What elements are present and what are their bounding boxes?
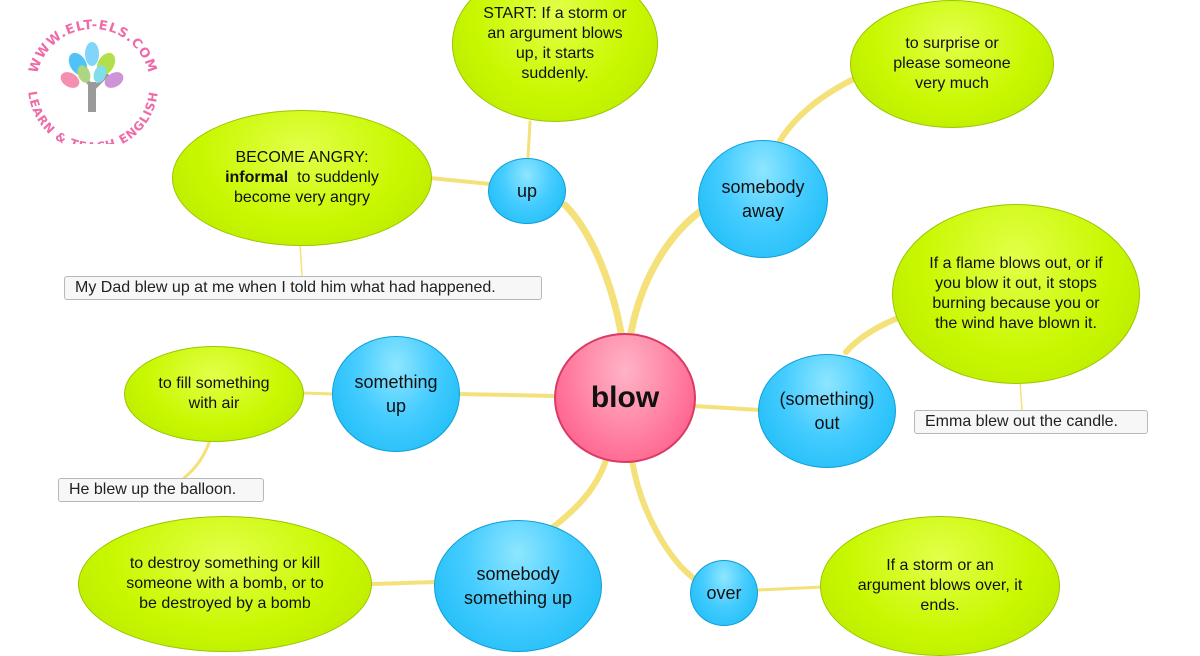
- branch-somebody-something-up-label: somebody something up: [463, 563, 573, 608]
- branch-something-up[interactable]: something up: [332, 336, 460, 452]
- link-center-out: [692, 404, 762, 412]
- link-flame-example: [1019, 381, 1023, 411]
- definition-fill[interactable]: to fill something with air: [124, 346, 304, 442]
- example-balloon[interactable]: He blew up the balloon.: [58, 478, 264, 502]
- center-node-label: blow: [590, 381, 660, 415]
- branch-over[interactable]: over: [690, 560, 758, 626]
- mind-map-links: [182, 75, 1023, 592]
- link-center-over: [629, 457, 699, 583]
- branch-up[interactable]: up: [488, 158, 566, 224]
- branch-somebody-away-label: somebody away: [721, 176, 805, 221]
- site-logo: WWW.ELT-ELS.COM LEARN & TEACH ENGLISH: [18, 14, 168, 154]
- link-up-start: [526, 120, 532, 160]
- example-balloon-text: He blew up the balloon.: [69, 481, 237, 498]
- definition-become-angry[interactable]: BECOME ANGRY: informal to suddenly becom…: [172, 110, 432, 246]
- definition-start-text: START: If a storm or an argument blows u…: [483, 5, 627, 82]
- branch-something-out[interactable]: (something) out: [758, 354, 896, 468]
- definition-angry-prefix: BECOME ANGRY:: [235, 149, 369, 166]
- link-angry-example: [299, 243, 303, 277]
- example-candle-text: Emma blew out the candle.: [925, 413, 1118, 430]
- definition-flame[interactable]: If a flame blows out, or if you blow it …: [892, 204, 1140, 384]
- link-fill-example: [182, 438, 212, 480]
- link-center-away: [626, 206, 706, 342]
- definition-start[interactable]: START: If a storm or an argument blows u…: [452, 0, 658, 122]
- link-destroy-leaf: [370, 580, 438, 586]
- link-fill-leaf: [300, 391, 336, 396]
- example-candle[interactable]: Emma blew out the candle.: [914, 410, 1148, 434]
- link-center-up: [561, 201, 626, 342]
- link-out-flame: [843, 315, 901, 355]
- branch-over-label: over: [706, 582, 742, 603]
- link-center-fill: [456, 392, 558, 398]
- branch-something-up-label: something up: [354, 371, 438, 416]
- link-over-leaf: [756, 585, 824, 592]
- example-angry-text: My Dad blew up at me when I told him wha…: [75, 279, 496, 296]
- link-up-angry: [428, 176, 492, 186]
- branch-somebody-away[interactable]: somebody away: [698, 140, 828, 258]
- branch-up-label: up: [516, 180, 538, 201]
- center-node-blow[interactable]: blow: [554, 333, 696, 463]
- branch-somebody-something-up[interactable]: somebody something up: [434, 520, 602, 652]
- link-center-destroy: [549, 457, 609, 531]
- definition-angry-register: informal: [225, 169, 289, 186]
- definition-destroy[interactable]: to destroy something or kill someone wit…: [78, 516, 372, 652]
- definition-over-text: If a storm or an argument blows over, it…: [857, 557, 1023, 614]
- definition-angry-meaning: to suddenly become very angry: [233, 169, 379, 206]
- definition-surprise-text: to surprise or please someone very much: [893, 35, 1011, 92]
- definition-over[interactable]: If a storm or an argument blows over, it…: [820, 516, 1060, 656]
- definition-flame-text: If a flame blows out, or if you blow it …: [929, 255, 1103, 332]
- branch-something-out-label: (something) out: [779, 388, 875, 433]
- definition-destroy-text: to destroy something or kill someone wit…: [126, 555, 324, 612]
- link-away-surprise: [773, 75, 859, 151]
- definition-surprise[interactable]: to surprise or please someone very much: [850, 0, 1054, 128]
- example-angry[interactable]: My Dad blew up at me when I told him wha…: [64, 276, 542, 300]
- definition-become-angry-text: BECOME ANGRY: informal to suddenly becom…: [213, 148, 391, 208]
- definition-fill-text: to fill something with air: [158, 375, 270, 412]
